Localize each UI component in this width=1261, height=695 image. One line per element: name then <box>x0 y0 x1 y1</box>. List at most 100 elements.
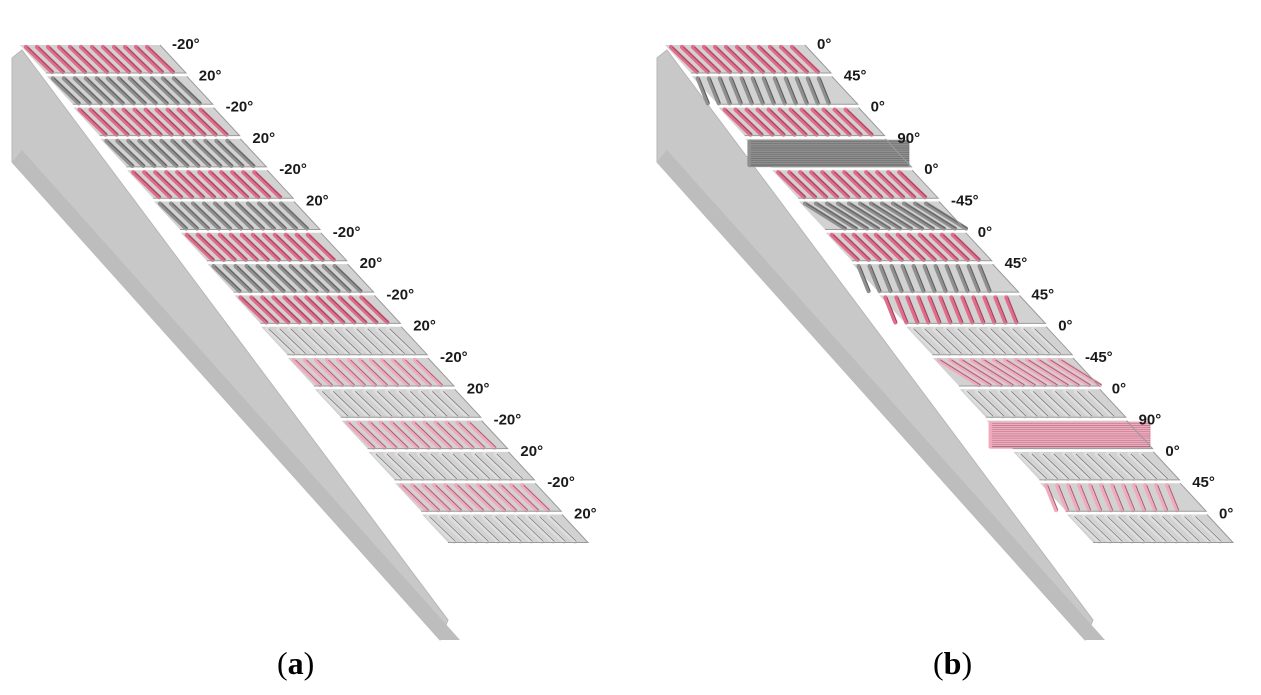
fiber <box>466 420 497 450</box>
fiber <box>712 44 744 75</box>
fiber <box>1066 483 1081 513</box>
fiber-shadow <box>797 78 809 104</box>
fiber-shadow <box>910 234 937 261</box>
fiber-shadow <box>38 46 65 73</box>
ply-angle-label: 0° <box>1112 380 1126 397</box>
ply-edge <box>1012 420 1154 450</box>
fiber <box>1105 451 1136 481</box>
fiber <box>1081 514 1113 544</box>
fiber-shadow <box>889 171 916 198</box>
fiber <box>384 389 415 419</box>
ply-5: -20° <box>127 161 307 200</box>
fiber <box>679 44 711 75</box>
fiber-shadow <box>947 265 959 292</box>
ply-4: 90° <box>745 130 920 168</box>
fiber-shadow <box>263 297 291 323</box>
fiber-shadow <box>227 203 254 229</box>
ply-edge <box>153 169 295 199</box>
fiber-shadow <box>897 297 909 323</box>
fiber <box>1099 483 1114 513</box>
fiber <box>1094 451 1125 481</box>
fiber-shadow <box>812 171 839 198</box>
fiber <box>513 514 545 544</box>
fiber <box>401 357 433 388</box>
fiber-shadow <box>962 359 1003 386</box>
ply-10: 20° <box>261 318 436 356</box>
fiber <box>1040 389 1071 419</box>
fiber <box>1088 483 1103 513</box>
fiber-shadow <box>241 297 269 323</box>
fiber <box>524 514 556 544</box>
fiber-shadow <box>102 109 130 135</box>
fiber <box>974 389 1005 419</box>
fiber <box>932 326 963 356</box>
fiber-shadow <box>1130 453 1158 480</box>
fiber <box>78 44 110 75</box>
fiber-shadow <box>225 265 253 292</box>
fiber-shadow <box>233 171 260 198</box>
fiber <box>94 76 125 106</box>
fiber-shadow <box>1086 453 1114 480</box>
ply-fibers <box>238 295 390 325</box>
fiber <box>267 201 299 231</box>
fiber <box>868 201 914 231</box>
fiber <box>745 44 777 75</box>
ply-fibers <box>668 44 821 75</box>
fiber <box>233 264 264 294</box>
fiber-shadow <box>216 203 243 229</box>
ply-angle-label: 20° <box>574 506 597 523</box>
fiber <box>208 170 239 200</box>
ply-fibers <box>1044 483 1180 513</box>
fiber-shadow <box>457 484 484 511</box>
fiber-shadow <box>913 328 940 354</box>
fiber <box>283 232 314 262</box>
fiber <box>318 389 349 419</box>
fiber <box>509 483 540 513</box>
fiber-shadow <box>957 328 984 354</box>
fiber-shadow <box>473 516 500 542</box>
fiber-shadow <box>200 171 227 198</box>
fiber-shadow <box>806 203 847 229</box>
fiber-shadow <box>1011 391 1038 417</box>
ply-angle-label: -20° <box>494 412 522 429</box>
ply-1: -20° <box>20 36 200 75</box>
fiber-shadow <box>899 234 926 261</box>
fiber-shadow <box>990 328 1017 354</box>
fiber-shadow <box>1146 485 1158 511</box>
ply-angle-label: 20° <box>360 255 383 272</box>
fiber-shadow <box>720 78 732 104</box>
fiber-shadow <box>1033 391 1060 417</box>
fiber-shadow <box>419 453 447 480</box>
fiber-shadow <box>1077 391 1104 417</box>
fiber-shadow <box>1173 516 1200 542</box>
fiber <box>83 76 114 106</box>
fiber <box>1158 514 1190 544</box>
fiber-shadow <box>189 171 216 198</box>
fiber-shadow <box>512 484 539 511</box>
fiber-shadow <box>672 46 699 73</box>
fiber <box>390 357 422 388</box>
fiber-shadow <box>443 391 470 417</box>
fiber <box>244 264 275 294</box>
fiber <box>878 264 893 294</box>
fiber-shadow <box>468 484 495 511</box>
fiber-shadow <box>506 516 533 542</box>
fiber-shadow <box>329 297 357 323</box>
fiber <box>889 264 904 294</box>
fiber-shadow <box>247 265 275 292</box>
fiber-shadow <box>1085 516 1112 542</box>
fiber-shadow <box>214 265 242 292</box>
fiber <box>142 170 173 200</box>
stack-front-slope <box>657 150 1105 640</box>
ply-edge <box>1039 451 1181 481</box>
fiber <box>487 483 518 513</box>
fiber-shadow <box>978 391 1005 417</box>
fiber-shadow <box>952 297 964 323</box>
fiber-shadow <box>859 265 871 292</box>
fiber-shadow <box>403 422 431 448</box>
fiber-shadow <box>790 171 817 198</box>
ply-angle-label: -20° <box>386 286 414 303</box>
ply-edge <box>314 357 456 387</box>
ply-fibers <box>747 139 910 168</box>
fiber-shadow <box>137 46 164 73</box>
